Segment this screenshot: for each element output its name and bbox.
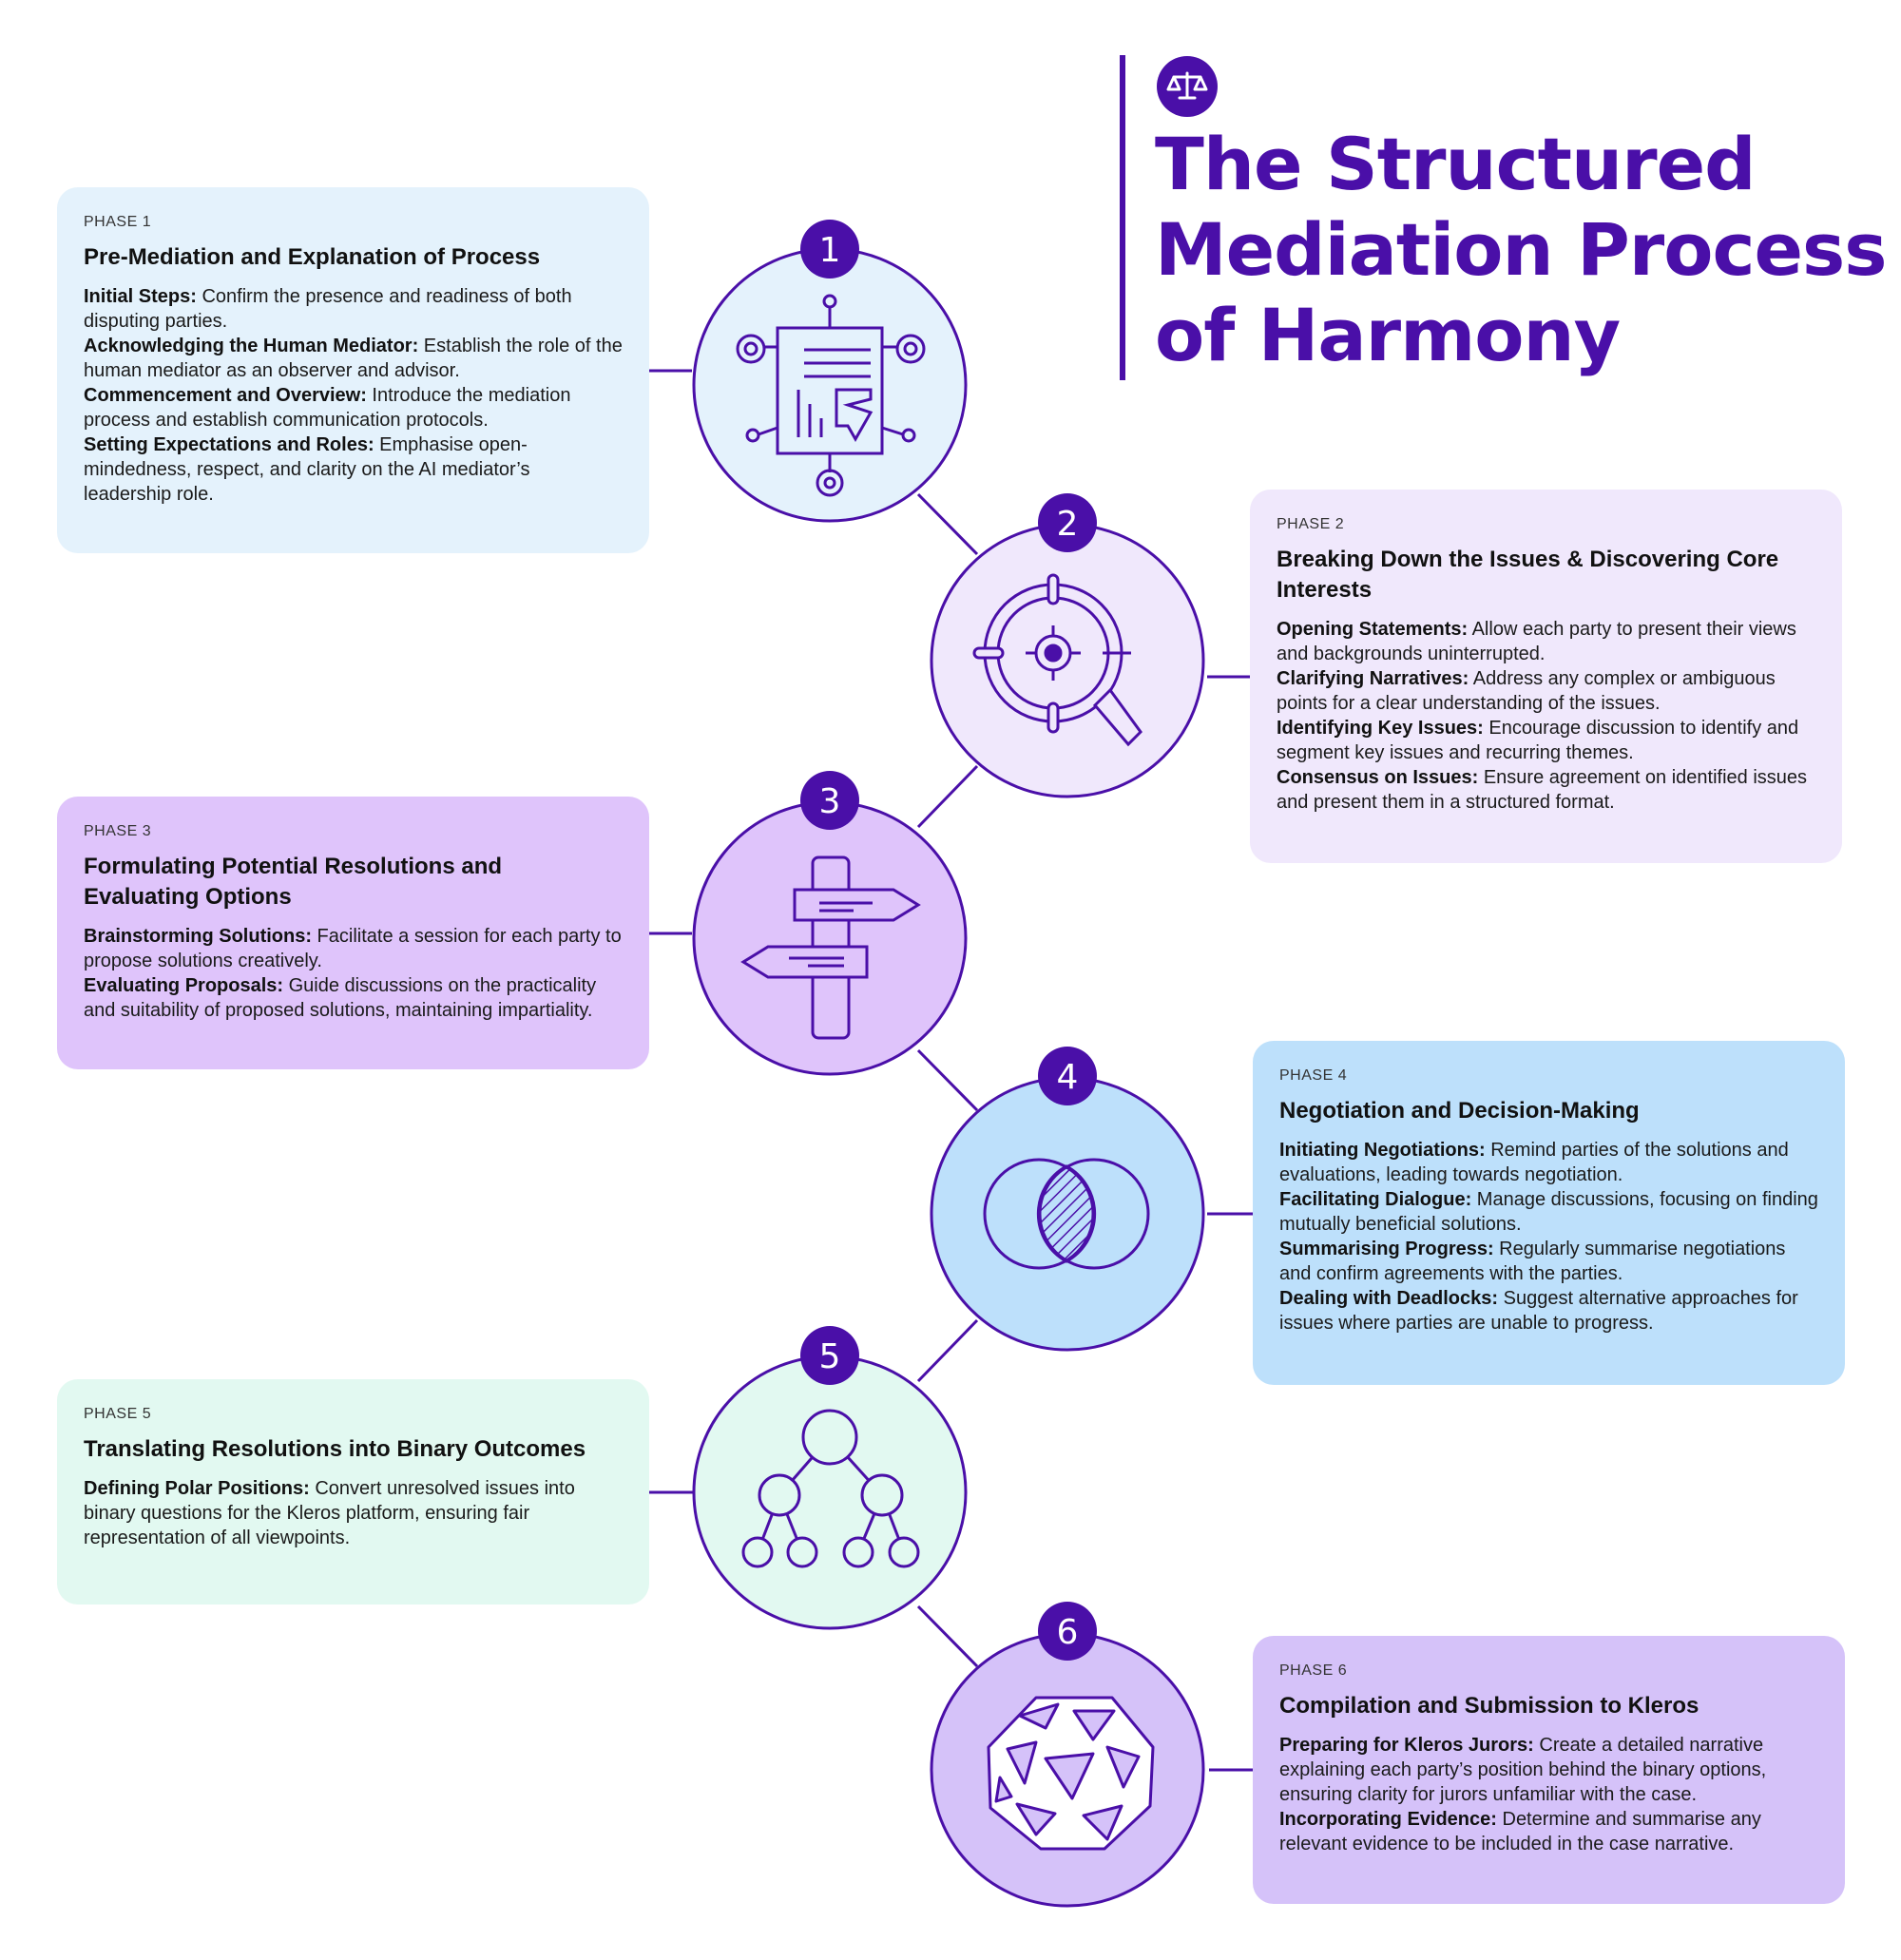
step-term: Identifying Key Issues: — [1277, 718, 1484, 739]
step-term: Incorporating Evidence: — [1279, 1809, 1497, 1830]
phase-label: PHASE 6 — [1279, 1662, 1348, 1679]
step-description: Guide discussions on the practicality an… — [84, 975, 597, 1021]
step-term: Initial Steps: — [84, 286, 197, 307]
step-term: Acknowledging the Human Mediator: — [84, 336, 419, 356]
phase-step-item: Initial Steps: Confirm the presence and … — [84, 284, 623, 334]
step-description: Facilitate a session for each party to p… — [84, 926, 622, 971]
step-term: Dealing with Deadlocks: — [1279, 1288, 1499, 1309]
step-description: Create a detailed narrative explaining e… — [1279, 1735, 1767, 1805]
phase-step-item: Brainstorming Solutions: Facilitate a se… — [84, 924, 623, 973]
phase-label: PHASE 2 — [1277, 516, 1345, 532]
phase-5-card: PHASE 5 Translating Resolutions into Bina… — [57, 1379, 649, 1605]
venn-diagram-icon — [983, 1158, 1150, 1270]
step-term: Evaluating Proposals: — [84, 975, 284, 996]
signpost-icon — [740, 855, 921, 1040]
step-term: Clarifying Narratives: — [1277, 668, 1469, 689]
phase-step-item: Facilitating Dialogue: Manage discussion… — [1279, 1187, 1818, 1237]
phase-title: Breaking Down the Issues & Discovering C… — [1277, 547, 1779, 603]
phase-1-card: PHASE 1 Pre-Mediation and Explanation of … — [57, 187, 649, 553]
phase-1-badge: 1 — [819, 231, 841, 270]
phase-step-item: Opening Statements: Allow each party to … — [1277, 617, 1815, 666]
phase-4-badge: 4 — [1057, 1058, 1079, 1097]
phase-label: PHASE 1 — [84, 214, 152, 230]
phase-step-item: Incorporating Evidence: Determine and su… — [1279, 1807, 1818, 1856]
phase-step-item: Evaluating Proposals: Guide discussions … — [84, 973, 623, 1023]
step-description: Suggest alternative approaches for issue… — [1279, 1288, 1798, 1334]
phase-step-item: Identifying Key Issues: Encourage discus… — [1277, 716, 1815, 765]
phase-step-item: Clarifying Narratives: Address any compl… — [1277, 666, 1815, 716]
step-term: Initiating Negotiations: — [1279, 1140, 1486, 1161]
phase-step-item: Initiating Negotiations: Remind parties … — [1279, 1138, 1818, 1187]
scales-of-justice-icon — [1166, 71, 1208, 100]
step-description: Manage discussions, focusing on finding … — [1279, 1189, 1818, 1235]
step-term: Facilitating Dialogue: — [1279, 1189, 1472, 1210]
connector-lines — [649, 369, 1253, 1772]
binary-tree-icon — [741, 1409, 920, 1568]
step-term: Consensus on Issues: — [1277, 767, 1479, 788]
step-description: Introduce the mediation process and esta… — [84, 385, 571, 431]
step-description: Confirm the presence and readiness of bo… — [84, 286, 572, 332]
step-term: Defining Polar Positions: — [84, 1478, 310, 1499]
phase-2-card: PHASE 2 Breaking Down the Issues & Discov… — [1250, 490, 1842, 863]
phase-step-item: Dealing with Deadlocks: Suggest alternat… — [1279, 1286, 1818, 1335]
phase-6-node — [930, 1602, 1205, 1908]
phase-title: Formulating Potential Resolutions and Ev… — [84, 854, 503, 910]
phase-3-node — [692, 771, 968, 1076]
phase-label: PHASE 5 — [84, 1406, 152, 1422]
phase-step-item: Setting Expectations and Roles: Emphasis… — [84, 432, 623, 507]
step-description: Remind parties of the solutions and eval… — [1279, 1140, 1789, 1185]
step-term: Preparing for Kleros Jurors: — [1279, 1735, 1534, 1756]
phase-step-item: Defining Polar Positions: Convert unreso… — [84, 1476, 623, 1550]
phase-title: Translating Resolutions into Binary Outc… — [84, 1436, 586, 1462]
step-description: Convert unresolved issues into binary qu… — [84, 1478, 575, 1548]
document-network-icon — [736, 294, 926, 497]
phase-label: PHASE 3 — [84, 823, 152, 839]
phase-title: Pre-Mediation and Explanation of Process — [84, 244, 541, 270]
phase-step-item: Acknowledging the Human Mediator: Establ… — [84, 334, 623, 383]
phase-4-node — [930, 1047, 1205, 1352]
step-term: Commencement and Overview: — [84, 385, 367, 406]
step-description: Regularly summarise negotiations and con… — [1279, 1239, 1786, 1284]
phase-6-card: PHASE 6 Compilation and Submission to Kle… — [1253, 1636, 1845, 1904]
phase-2-node — [930, 493, 1205, 798]
step-term: Setting Expectations and Roles: — [84, 434, 374, 455]
step-description: Emphasise open-mindedness, respect, and … — [84, 434, 530, 505]
step-description: Address any complex or ambiguous points … — [1277, 668, 1776, 714]
page-title: The Structured Mediation Process of Harm… — [1155, 122, 1888, 377]
phase-step-item: Summarising Progress: Regularly summaris… — [1279, 1237, 1818, 1286]
target-magnifier-icon — [972, 573, 1143, 747]
title-accent-bar — [1120, 55, 1125, 380]
step-description: Establish the role of the human mediator… — [84, 336, 623, 381]
phase-title: Negotiation and Decision-Making — [1279, 1098, 1640, 1124]
step-term: Summarising Progress: — [1279, 1239, 1494, 1259]
phase-5-node — [692, 1326, 968, 1630]
logo-badge — [1157, 56, 1218, 117]
phase-3-card: PHASE 3 Formulating Potential Resolutions… — [57, 797, 649, 1069]
phase-2-badge: 2 — [1057, 505, 1079, 544]
step-term: Opening Statements: — [1277, 619, 1469, 640]
phase-1-node — [692, 220, 968, 523]
phase-title: Compilation and Submission to Kleros — [1279, 1693, 1699, 1719]
phase-badges: 1 2 3 4 5 6 — [819, 231, 1079, 1652]
step-description: Encourage discussion to identify and seg… — [1277, 718, 1799, 763]
phase-5-badge: 5 — [819, 1337, 841, 1376]
phase-step-item: Consensus on Issues: Ensure agreement on… — [1277, 765, 1815, 815]
phase-step-item: Preparing for Kleros Jurors: Create a de… — [1279, 1733, 1818, 1807]
phase-step-item: Commencement and Overview: Introduce the… — [84, 383, 623, 432]
kleros-polyhedron-icon — [987, 1696, 1155, 1851]
phase-6-badge: 6 — [1057, 1613, 1079, 1652]
step-description: Determine and summarise any relevant evi… — [1279, 1809, 1761, 1854]
step-description: Allow each party to present their views … — [1277, 619, 1796, 664]
phase-3-badge: 3 — [819, 782, 841, 821]
step-description: Ensure agreement on identified issues an… — [1277, 767, 1808, 813]
phase-label: PHASE 4 — [1279, 1067, 1348, 1084]
step-term: Brainstorming Solutions: — [84, 926, 312, 947]
